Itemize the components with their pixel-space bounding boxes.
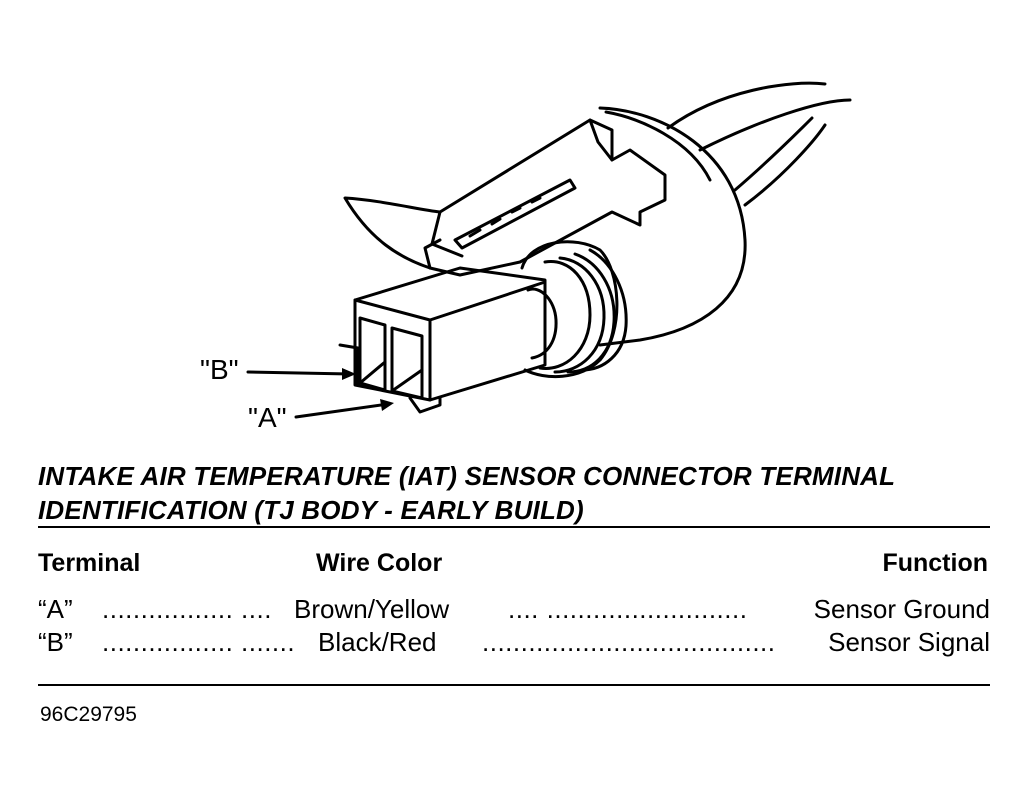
- diagram-title: INTAKE AIR TEMPERATURE (IAT) SENSOR CONN…: [38, 459, 998, 527]
- wire-color-cell: Black/Red: [318, 627, 437, 657]
- header-terminal: Terminal: [38, 549, 141, 577]
- title-line-2: IDENTIFICATION (TJ BODY - EARLY BUILD): [38, 495, 584, 525]
- leader-dots: ................. .......: [102, 627, 296, 657]
- table-row: “A” ................. .... Brown/Yellow …: [38, 594, 990, 628]
- figure-id: 96C29795: [40, 703, 137, 726]
- wire-lead-1: [666, 81, 827, 130]
- table-row: “B” ................. ....... Black/Red …: [38, 627, 990, 661]
- wire-lead-2: [698, 98, 852, 152]
- connector-housing: [353, 266, 547, 402]
- leader-dots: ......................................: [482, 627, 776, 657]
- function-cell: Sensor Ground: [813, 594, 990, 624]
- terminal-cell: “A”: [38, 594, 73, 624]
- leader-dots: .... ..........................: [508, 594, 748, 624]
- callout-label-a: "A": [248, 402, 287, 433]
- wire-lead-4: [743, 123, 827, 207]
- header-wire-color: Wire Color: [316, 549, 443, 577]
- header-function: Function: [882, 549, 988, 577]
- callout-label-b: "B": [200, 354, 239, 385]
- terminal-cell: “B”: [38, 627, 73, 657]
- connector-illustration: [246, 81, 852, 419]
- divider-top: [38, 526, 990, 528]
- wire-color-cell: Brown/Yellow: [294, 594, 450, 624]
- latch: [343, 118, 667, 277]
- terminal-cavity-a: [390, 326, 424, 400]
- callout-b-arrow: [246, 370, 352, 376]
- divider-bottom: [38, 684, 990, 686]
- callout-a-arrow: [294, 402, 390, 419]
- function-cell: Sensor Signal: [828, 627, 990, 657]
- wire-lead-3: [733, 116, 814, 192]
- terminal-cavity-b: [358, 316, 387, 392]
- connector-body: [598, 106, 747, 347]
- leader-dots: ................. ....: [102, 594, 272, 624]
- title-line-1: INTAKE AIR TEMPERATURE (IAT) SENSOR CONN…: [38, 461, 896, 491]
